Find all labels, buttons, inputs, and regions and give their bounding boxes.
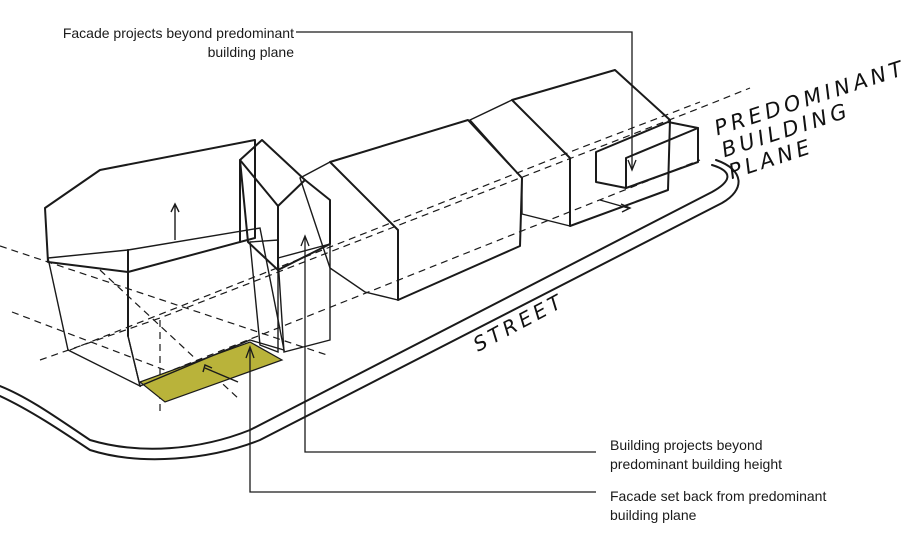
- street-curb: [0, 159, 740, 461]
- callout-facade-setback: Facade set back from predominant buildin…: [610, 487, 910, 525]
- building-1: [44, 139, 331, 388]
- callout-bottom-line1: Facade set back from predominant: [610, 488, 827, 504]
- setback-arrow: [204, 367, 239, 383]
- setback-strip: [138, 341, 284, 403]
- callout-building-projects: Building projects beyond predominant bui…: [610, 436, 910, 474]
- callout-middle-line1: Building projects beyond: [610, 437, 763, 453]
- building-3: [468, 69, 699, 227]
- callout-middle-line2: predominant building height: [610, 456, 783, 472]
- street-label: STREET: [469, 288, 569, 356]
- callout-bottom-line2: building plane: [610, 507, 697, 523]
- raised-gable: [239, 139, 331, 271]
- leader-lines: [245, 31, 637, 493]
- alignment-lines: [0, 87, 751, 412]
- callout-top-line2: building plane: [207, 44, 294, 60]
- callout-facade-projects: Facade projects beyond predominant build…: [0, 24, 294, 62]
- building-2: [299, 119, 523, 301]
- raised-roof: [44, 139, 256, 273]
- projecting-facade: [595, 121, 699, 189]
- callout-top-line1: Facade projects beyond predominant: [62, 25, 294, 41]
- plane-label: PREDOMINANT BUILDING PLANE: [711, 56, 909, 184]
